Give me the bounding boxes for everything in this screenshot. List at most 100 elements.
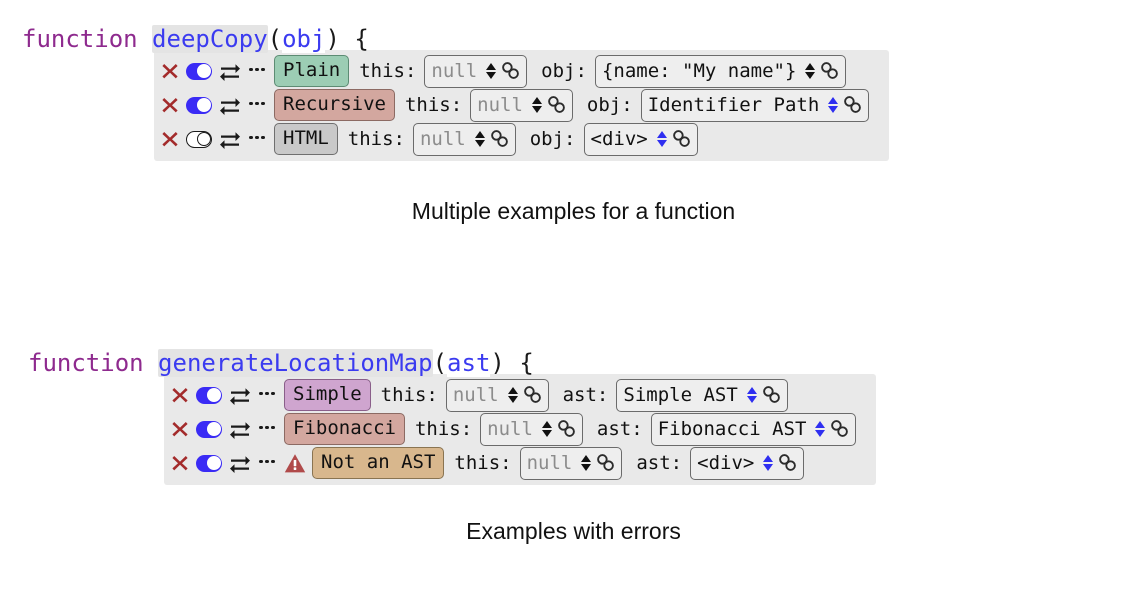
link-icon[interactable] (843, 95, 862, 114)
link-icon[interactable] (557, 419, 576, 438)
ellipsis-icon[interactable] (248, 61, 266, 82)
example-name-tag[interactable]: Fibonacci (284, 413, 405, 445)
example-name-tag[interactable]: HTML (274, 123, 338, 155)
x-icon[interactable] (160, 61, 180, 81)
example-name-tag[interactable]: Plain (274, 55, 350, 87)
link-icon[interactable] (490, 129, 509, 148)
ellipsis-icon[interactable] (258, 419, 276, 440)
chevron-up-icon (763, 454, 774, 462)
field-value: Fibonacci AST (657, 417, 807, 440)
chevron-down-icon (815, 429, 826, 437)
link-icon[interactable] (596, 453, 615, 472)
value-field[interactable]: null (470, 88, 573, 122)
link-icon[interactable] (762, 385, 781, 404)
x-icon[interactable] (170, 419, 190, 439)
field-label: ast: (636, 452, 683, 474)
swap-icon[interactable] (229, 419, 251, 439)
spinner-stepper[interactable] (580, 453, 592, 473)
spinner-stepper[interactable] (507, 385, 519, 405)
x-icon[interactable] (160, 129, 180, 149)
swap-icon[interactable] (229, 453, 251, 473)
value-field[interactable]: Simple AST (616, 378, 788, 412)
value-field[interactable]: null (519, 446, 623, 480)
ellipsis-icon[interactable] (258, 453, 276, 474)
chevron-down-icon (507, 395, 518, 403)
link-icon[interactable] (501, 61, 520, 80)
toggle-knob (206, 422, 221, 436)
example-name-tag[interactable]: Simple (284, 379, 371, 411)
value-field[interactable]: null (445, 378, 549, 412)
value-field[interactable]: null (424, 54, 528, 88)
link-icon[interactable] (830, 419, 849, 438)
enable-toggle[interactable] (186, 130, 212, 148)
value-field[interactable]: Fibonacci AST (650, 412, 857, 446)
swap-icon[interactable] (219, 129, 241, 149)
spinner-stepper[interactable] (827, 95, 839, 115)
spinner-stepper[interactable] (814, 419, 826, 439)
spinner-stepper[interactable] (485, 61, 497, 81)
example-name-tag[interactable]: Not an AST (312, 447, 445, 479)
chevron-down-icon (581, 463, 592, 471)
spinner-stepper[interactable] (762, 453, 774, 473)
function-parameter: ast (447, 349, 491, 377)
spinner-stepper[interactable] (531, 95, 543, 115)
function-name: deepCopy (152, 25, 268, 53)
link-icon[interactable] (778, 453, 797, 472)
link-icon[interactable] (523, 385, 542, 404)
spinner-stepper[interactable] (746, 385, 758, 405)
field-label: this: (380, 384, 438, 406)
chevron-down-icon (656, 139, 667, 147)
chevron-up-icon (531, 96, 542, 104)
ellipsis-icon[interactable] (258, 385, 276, 406)
spinner-stepper[interactable] (474, 129, 486, 149)
field-value: Identifier Path (647, 93, 820, 116)
ellipsis-icon[interactable] (248, 95, 266, 116)
enable-toggle[interactable] (186, 62, 212, 80)
field-label: this: (454, 452, 512, 474)
value-field[interactable]: Identifier Path (640, 88, 870, 122)
function-signature: function deepCopy(obj) { (22, 24, 889, 54)
value-field[interactable]: null (480, 412, 583, 446)
chevron-up-icon (507, 386, 518, 394)
swap-icon[interactable] (219, 95, 241, 115)
x-icon[interactable] (160, 95, 180, 115)
swap-icon[interactable] (229, 385, 251, 405)
link-icon[interactable] (672, 129, 691, 148)
field-value: null (487, 417, 533, 440)
spinner-stepper[interactable] (804, 61, 816, 81)
x-icon[interactable] (170, 453, 190, 473)
link-icon[interactable] (820, 61, 839, 80)
spinner-stepper[interactable] (541, 419, 553, 439)
field-value: <div> (590, 127, 648, 150)
enable-toggle[interactable] (196, 386, 222, 404)
link-icon[interactable] (547, 95, 566, 114)
toggle-knob (206, 388, 221, 402)
value-field[interactable]: {name: "My name"} (594, 54, 847, 88)
value-field[interactable]: null (412, 122, 516, 156)
spinner-stepper[interactable] (656, 129, 668, 149)
enable-toggle[interactable] (196, 454, 222, 472)
enable-toggle[interactable] (186, 96, 212, 114)
chevron-up-icon (828, 96, 839, 104)
x-icon[interactable] (170, 385, 190, 405)
example-row: Not an AST this: null ast: <div> (170, 446, 870, 480)
signature-space (144, 349, 158, 377)
toggle-knob (196, 64, 211, 78)
swap-icon[interactable] (219, 61, 241, 81)
chevron-down-icon (746, 395, 757, 403)
field-value: {name: "My name"} (601, 59, 797, 82)
value-field[interactable]: <div> (690, 446, 805, 480)
chevron-up-icon (746, 386, 757, 394)
chevron-up-icon (486, 62, 497, 70)
toggle-knob (196, 131, 211, 146)
example-rows: Simple this: null ast: Simple AST Fibonacci th… (164, 374, 877, 485)
value-field[interactable]: <div> (583, 122, 698, 156)
example-name-tag[interactable]: Recursive (274, 89, 395, 121)
ellipsis-icon[interactable] (248, 129, 266, 150)
close-paren: ) (325, 25, 340, 53)
enable-toggle[interactable] (196, 420, 222, 438)
